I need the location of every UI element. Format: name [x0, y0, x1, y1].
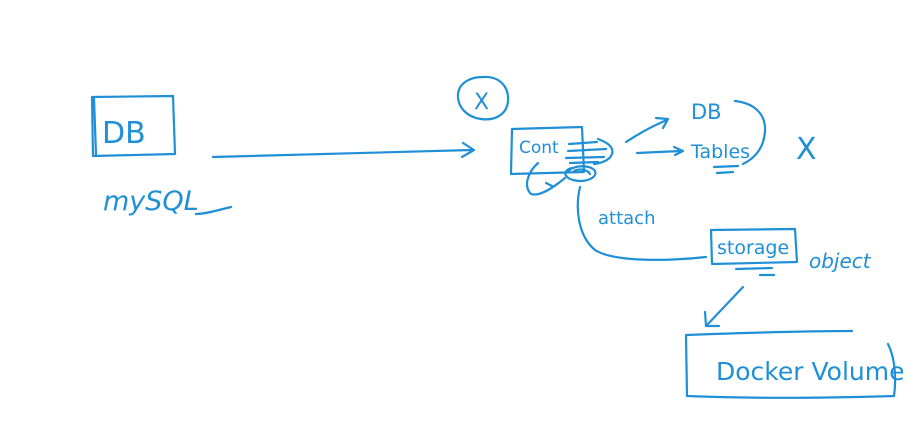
docker-volume-box-outline	[684, 329, 897, 399]
db-to-cont-arrow	[211, 141, 476, 159]
cont-port-scribble	[572, 168, 592, 176]
x-circle-label: X	[474, 90, 489, 115]
attach-label: attach	[598, 208, 655, 229]
db-node: DB	[90, 94, 177, 158]
storage-underline	[734, 266, 776, 277]
mysql-underline-tail	[194, 205, 233, 216]
x-mark: X	[796, 132, 817, 167]
db-tables-brace	[733, 99, 767, 166]
cont-box-label: Cont	[519, 138, 559, 158]
db-box-outline	[90, 94, 177, 158]
object-label: object	[809, 249, 872, 273]
storage-node: storage	[709, 227, 799, 277]
tables-label: Tables	[690, 141, 750, 163]
cont-hook-tick	[544, 181, 554, 188]
cont-bracket	[592, 137, 614, 166]
mysql-label-group: mySQL	[103, 186, 233, 217]
mysql-label: mySQL	[103, 186, 199, 217]
attach-curve	[576, 185, 708, 261]
cont-to-tables-arrow	[635, 145, 685, 157]
cont-port-oval	[564, 165, 597, 182]
docker-volume-node: Docker Volume	[684, 329, 904, 399]
cont-hook	[525, 161, 567, 196]
cont-to-db-arrow	[624, 116, 670, 144]
db-right-label: DB	[691, 100, 722, 124]
tables-underline	[712, 164, 740, 175]
cont-box-outline	[509, 125, 586, 176]
storage-box-outline	[709, 227, 799, 266]
x-circle-outline	[456, 75, 510, 121]
cont-node: Cont	[509, 125, 614, 196]
storage-to-volume-arrow	[703, 285, 745, 328]
circled-x: X	[456, 75, 510, 121]
docker-volume-label: Docker Volume	[716, 357, 904, 386]
db-box-label: DB	[102, 116, 146, 151]
storage-box-label: storage	[717, 237, 789, 259]
cont-stripes	[564, 140, 608, 165]
